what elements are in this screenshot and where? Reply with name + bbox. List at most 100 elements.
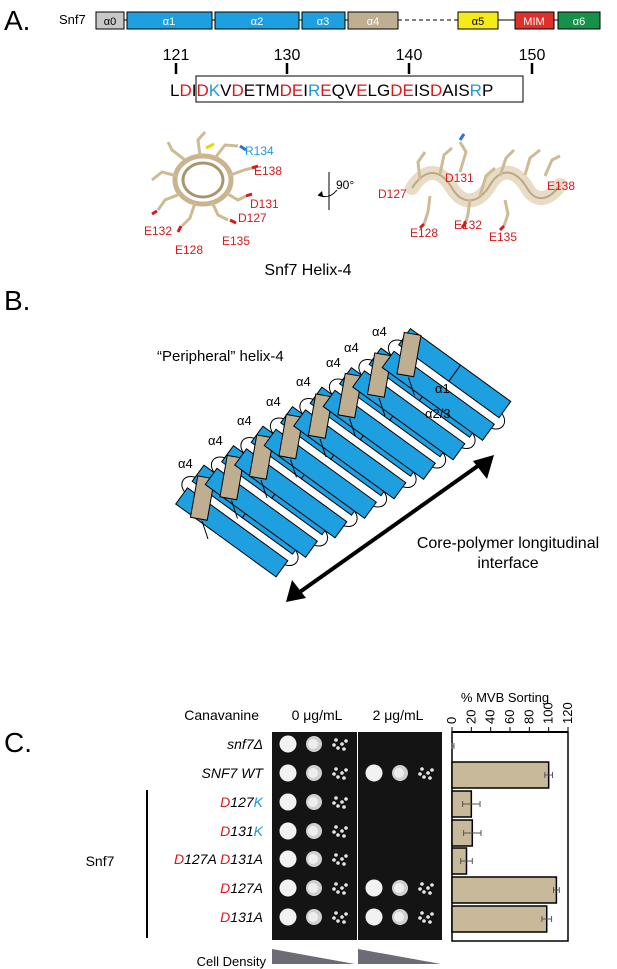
chart-x-tick-label: 120 — [560, 702, 575, 724]
residue-letter: M — [265, 81, 279, 100]
yeast-colony — [426, 886, 430, 890]
helix4-connector — [231, 500, 238, 519]
helix-end-view-ring — [172, 153, 234, 207]
oxygen-atom — [460, 221, 468, 229]
domain-map-protein-label: Snf7 — [59, 12, 86, 27]
chart-x-tick-label: 60 — [502, 710, 517, 724]
core-polymer-schematic — [175, 327, 512, 578]
yeast-colony — [334, 911, 338, 915]
yeast-colony — [342, 805, 346, 809]
oxygen-atom — [245, 192, 253, 198]
label-e135-side: E135 — [489, 230, 517, 244]
label-e138-end: E138 — [254, 164, 282, 178]
residue-letter: R — [470, 81, 482, 100]
yeast-colony — [334, 825, 338, 829]
yeast-spot-dense — [279, 908, 297, 926]
residue-letter: E — [292, 81, 303, 100]
helix4-connector — [290, 459, 297, 478]
yeast-spot-medium — [394, 912, 404, 922]
sidechain-stick — [210, 201, 229, 222]
yeast-colony — [342, 834, 346, 838]
residue-letter: D — [231, 81, 243, 100]
yeast-colony — [418, 772, 422, 776]
label-e138-side: E138 — [547, 179, 575, 193]
nitrogen-atom — [239, 144, 247, 152]
yeast-colony — [332, 830, 336, 834]
a23-label: α2/3 — [425, 406, 451, 421]
domain-a2: α2 — [214, 11, 300, 30]
sidechain-stick — [213, 143, 239, 159]
yeast-colony — [422, 919, 426, 923]
label-e128-side: E128 — [410, 226, 438, 240]
helix4-connector — [260, 479, 268, 499]
a4-label: α4 — [372, 324, 387, 339]
sidechain-stick — [464, 199, 472, 223]
chart-x-tick-label: 100 — [541, 702, 556, 724]
label-e132-end: E132 — [144, 224, 172, 238]
oxygen-atom — [498, 224, 506, 232]
nitrogen-atom — [458, 133, 466, 141]
domain-a2-box — [214, 11, 300, 30]
label-d127-end: D127 — [238, 211, 267, 225]
domain-a6-box — [557, 11, 601, 30]
residue-letter: L — [368, 81, 377, 100]
a1-label: α1 — [435, 381, 450, 396]
residue-letter: S — [458, 81, 469, 100]
domain-a3: α3 — [301, 11, 346, 30]
yeast-colony — [332, 858, 336, 862]
residue-letter: D — [280, 81, 292, 100]
chart-bar — [451, 761, 550, 789]
yeast-colony — [344, 912, 348, 916]
residue-letter: E — [403, 81, 414, 100]
residue-letter: D — [179, 81, 191, 100]
helix-structure-end-view: R134 E138 D131 D127 E132 E135 E128 — [144, 131, 282, 257]
residue-letter: I — [454, 81, 459, 100]
yeast-spot-medium — [308, 797, 318, 807]
oxygen-atom — [151, 209, 158, 216]
yeast-colony — [344, 768, 348, 772]
panel-label-c: C. — [4, 727, 32, 758]
chart-bar — [451, 905, 548, 933]
sidechain-stick — [196, 131, 207, 157]
yeast-colony — [332, 801, 336, 805]
yeast-colony — [340, 886, 344, 890]
yeast-colony — [422, 775, 426, 779]
strain-label-d131k: D131K — [220, 823, 263, 839]
snf7-group-label: Snf7 — [86, 853, 115, 869]
residue-letter: I — [303, 81, 308, 100]
yeast-spot-medium — [308, 883, 318, 893]
residue-letter: P — [482, 81, 493, 100]
yeast-colony — [418, 887, 422, 891]
sidechain-stick — [502, 199, 510, 227]
label-e128-end: E128 — [175, 243, 203, 257]
yeast-colony — [340, 915, 344, 919]
yeast-spot-dense — [279, 879, 297, 897]
a4-label: α4 — [178, 456, 193, 471]
oxygen-atom — [251, 164, 259, 170]
yeast-colony — [332, 743, 336, 747]
residue-ruler: 121 130 140 150 — [163, 47, 545, 74]
yeast-spot-dense — [279, 822, 297, 840]
yeast-colony — [340, 742, 344, 746]
rotation-angle: 90° — [336, 178, 354, 192]
yeast-colony — [426, 771, 430, 775]
helix-ribbon-edge — [411, 171, 561, 202]
residue-letter: G — [377, 81, 390, 100]
residue-letter: A — [442, 81, 454, 100]
strain-label-d127k: D127K — [220, 794, 263, 810]
strain-label-d127a-d131a: D127A D131A — [174, 851, 263, 867]
residue-letter: L — [170, 81, 179, 100]
yeast-spot-dense — [365, 764, 383, 782]
yeast-spot-medium — [394, 768, 404, 778]
helix4-connector — [408, 377, 415, 396]
strain-labels: snf7Δ SNF7 WT D127K D131K D127A D131A D1… — [174, 736, 264, 925]
oxygen-atom — [176, 225, 183, 233]
yeast-colony — [420, 882, 424, 886]
a4-label: α4 — [237, 413, 252, 428]
yeast-colony — [430, 912, 434, 916]
domain-a4-box — [347, 11, 399, 30]
chart-x-tick-label: 80 — [521, 710, 536, 724]
yeast-colony — [344, 826, 348, 830]
yeast-colony — [428, 891, 432, 895]
peripheral-helix-a4 — [396, 331, 422, 378]
